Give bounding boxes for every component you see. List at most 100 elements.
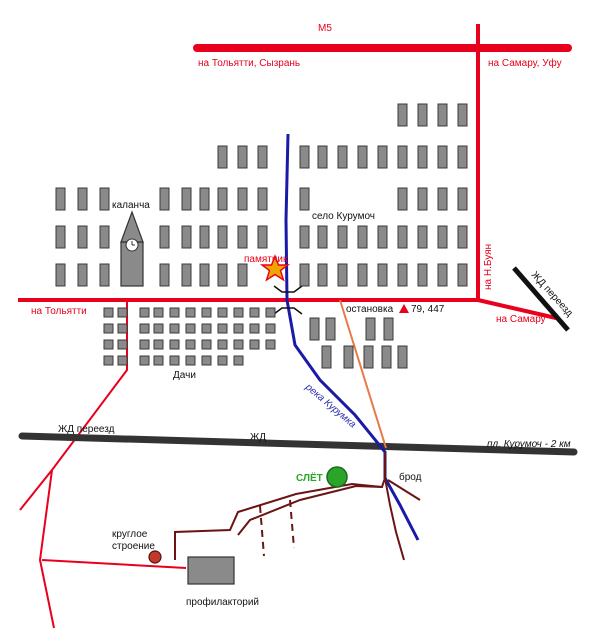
dacha-plot: [201, 307, 212, 318]
village-house: [357, 225, 368, 249]
village-house: [337, 263, 348, 287]
railway-ne: [512, 266, 570, 332]
village-house: [181, 225, 192, 249]
village-house: [457, 103, 468, 127]
village-house: [437, 145, 448, 169]
dacha-plot: [139, 307, 150, 318]
village-house: [397, 187, 408, 211]
label-to-tolyatti: на Тольятти: [31, 306, 87, 317]
dacha-plot: [103, 323, 114, 334]
label-camp: СЛЁТ: [296, 471, 323, 484]
village-house: [99, 187, 110, 211]
village-house: [199, 225, 210, 249]
village-house: [377, 145, 388, 169]
village-house: [437, 263, 448, 287]
dacha-plot: [233, 355, 244, 366]
village-house: [217, 187, 228, 211]
label-platform: пл. Курумоч - 2 км: [487, 439, 571, 450]
village-house: [321, 345, 332, 369]
dacha-plot: [103, 307, 114, 318]
dashed-tracks: [259, 499, 295, 557]
dacha-plot: [185, 307, 196, 318]
dacha-plot: [217, 355, 228, 366]
village-house: [337, 225, 348, 249]
dacha-plot: [117, 355, 128, 366]
village-house: [299, 145, 310, 169]
tower-icon: [120, 210, 144, 287]
label-to-samara: на Самару: [496, 314, 546, 325]
road-west: [38, 300, 128, 629]
village-house: [337, 145, 348, 169]
village-house: [99, 225, 110, 249]
dirt-roads: [174, 452, 421, 561]
label-railway: ЖД: [250, 432, 266, 443]
village-house: [317, 145, 328, 169]
village-house: [357, 263, 368, 287]
village-house: [55, 187, 66, 211]
railway-main: [18, 432, 578, 456]
dacha-plot: [265, 339, 276, 350]
dacha-plot: [249, 339, 260, 350]
label-bus-routes: 79, 447: [411, 304, 445, 315]
dacha-plot: [185, 339, 196, 350]
village-house: [343, 345, 354, 369]
dacha-plot: [185, 355, 196, 366]
label-highway: М5: [318, 23, 332, 34]
label-to-n-buyan: на Н.Буян: [483, 244, 494, 290]
dacha-plot: [265, 307, 276, 318]
dacha-plot: [117, 323, 128, 334]
village-house: [325, 317, 336, 341]
village-house: [55, 263, 66, 287]
village-house: [159, 187, 170, 211]
dacha-plot: [103, 339, 114, 350]
village-house: [237, 187, 248, 211]
dacha-plot: [117, 307, 128, 318]
label-sanatorium: профилакторий: [186, 596, 259, 608]
star-icon: [259, 254, 291, 282]
road-to-samara: [477, 298, 557, 320]
village-house: [417, 103, 428, 127]
label-to-tolyatti-syzran: на Тольятти, Сызрань: [198, 58, 300, 69]
village-house: [317, 263, 328, 287]
village-house: [437, 103, 448, 127]
village-house: [417, 263, 428, 287]
dacha-plot: [201, 355, 212, 366]
label-to-samara-ufa: на Самару, Уфу: [488, 57, 562, 69]
label-round-building-1: круглое: [112, 529, 148, 540]
village-house: [217, 145, 228, 169]
river-kurumka: [284, 133, 420, 541]
village-house: [181, 187, 192, 211]
label-dachi: Дачи: [173, 370, 196, 381]
village-house: [397, 263, 408, 287]
dacha-plot: [217, 307, 228, 318]
village-house: [357, 145, 368, 169]
dacha-plot: [233, 323, 244, 334]
village-house: [437, 187, 448, 211]
village-house: [377, 263, 388, 287]
village-house: [299, 187, 310, 211]
village-house: [457, 225, 468, 249]
dacha-plot: [153, 307, 164, 318]
village-house: [237, 225, 248, 249]
village-house: [381, 345, 392, 369]
dacha-plot: [153, 323, 164, 334]
village-house: [417, 145, 428, 169]
dacha-plot: [233, 307, 244, 318]
village-house: [397, 345, 408, 369]
village-house: [397, 225, 408, 249]
village-house: [217, 263, 228, 287]
dacha-plot: [169, 339, 180, 350]
label-bus-stop: остановка: [346, 304, 394, 315]
village-house: [299, 225, 310, 249]
path-to-ford: [339, 299, 387, 449]
village-house: [257, 225, 268, 249]
village-house: [77, 263, 88, 287]
sanatorium-building: [187, 556, 235, 585]
dacha-plot: [201, 339, 212, 350]
village-house: [377, 225, 388, 249]
dacha-plot: [265, 323, 276, 334]
village-house: [77, 187, 88, 211]
village-house: [397, 103, 408, 127]
dacha-plots: [103, 307, 276, 366]
label-monument: памятник: [244, 254, 288, 265]
